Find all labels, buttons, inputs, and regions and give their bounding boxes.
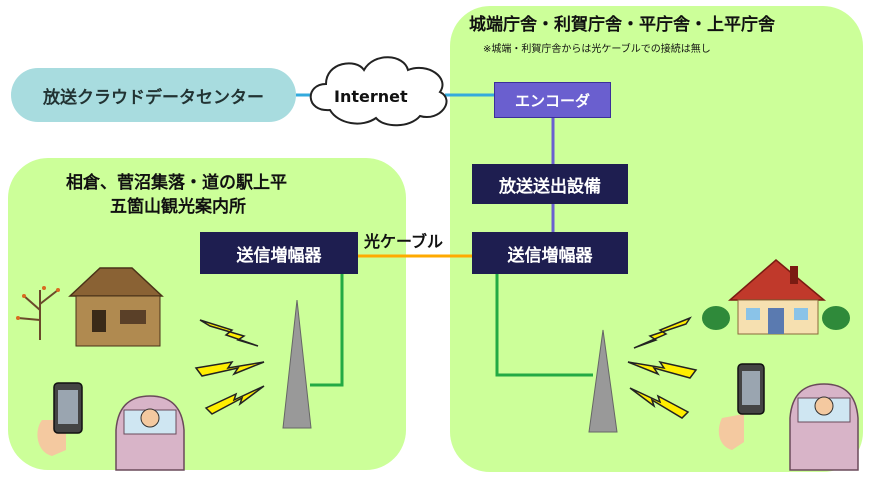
fiber-cable-label: 光ケーブル [364, 232, 444, 251]
house-icon [702, 259, 850, 335]
right-site-note: ※城端・利賀庁舎からは光ケーブルでの接続は無し [483, 44, 711, 55]
internet-label: Internet [334, 87, 408, 106]
amplifier-right-label: 送信増幅器 [507, 245, 593, 266]
left-site-title-line2: 五箇山観光案内所 [110, 197, 246, 217]
antenna-icon [282, 299, 312, 429]
right-site-title: 城端庁舎・利賀庁舎・平庁舎・上平庁舎 [469, 15, 775, 35]
amplifier-right-box: 送信増幅器 [472, 232, 628, 274]
broadcast-equipment-box: 放送送出設備 [472, 164, 628, 204]
datacenter-box: 放送クラウドデータセンター [11, 68, 296, 122]
car-icon [789, 383, 859, 471]
link-amp-right-antenna [495, 274, 593, 377]
broadcast-equipment-label: 放送送出設備 [499, 176, 601, 197]
encoder-box: エンコーダ [494, 82, 611, 118]
left-site-title-line1: 相倉、菅沼集落・道の駅上平 [66, 173, 287, 193]
tree-icon [16, 286, 60, 340]
lightning-icon [194, 319, 265, 415]
amplifier-left-box: 送信増幅器 [200, 232, 358, 274]
cloud-icon [309, 56, 448, 127]
encoder-label: エンコーダ [514, 91, 590, 110]
datacenter-label: 放送クラウドデータセンター [43, 87, 264, 108]
car-icon [115, 395, 185, 471]
link-amp-left-antenna [310, 274, 344, 387]
antenna-icon [588, 329, 618, 433]
amplifier-left-label: 送信増幅器 [236, 245, 322, 266]
smartphone-icon [718, 363, 765, 450]
smartphone-icon [37, 382, 83, 456]
lightning-icon [627, 316, 698, 419]
thatched-house-icon [68, 267, 164, 347]
